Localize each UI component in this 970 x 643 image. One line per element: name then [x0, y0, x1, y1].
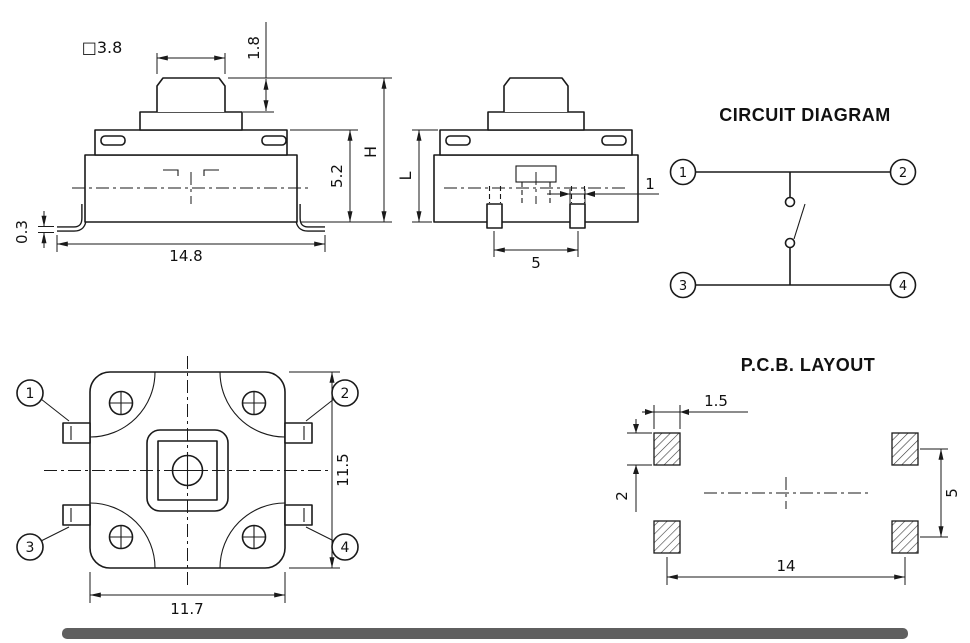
pad-bottom-left — [653, 520, 681, 554]
dim-label-lead-thickness: 0.3 — [13, 220, 31, 244]
lead-fold-lines — [70, 426, 305, 522]
dim-label-row-pitch: 5 — [943, 488, 961, 498]
stem-base-side — [487, 111, 585, 131]
stem-base-front — [139, 111, 243, 131]
pad-top-right — [891, 432, 919, 466]
lead-top-right — [284, 422, 313, 444]
corner-arc-tl — [89, 371, 156, 438]
terminal-4-circle — [889, 271, 917, 299]
dim-label-body-height: 5.2 — [328, 164, 346, 188]
dim-label-pin-pitch: 5 — [531, 254, 541, 272]
lead-bottom-right — [284, 504, 313, 526]
front-view-dimensions: □3.8 1.8 H 5.2 14.8 0.3 — [13, 22, 392, 265]
terminal-1-label: 1 — [679, 166, 687, 181]
side-view: L 1 5 — [396, 77, 659, 272]
pcb-layout: P.C.B. LAYOUT 1.5 2 5 14 — [613, 355, 961, 585]
front-view: □3.8 1.8 H 5.2 14.8 0.3 — [13, 22, 392, 265]
dim-label-total-height: H — [361, 146, 380, 158]
switch-frame-front — [94, 129, 288, 156]
terminal-callout-1: 1 — [16, 379, 70, 422]
stem-front — [156, 77, 226, 112]
pad-bottom-right — [891, 520, 919, 554]
circuit-diagram-title: CIRCUIT DIAGRAM — [719, 105, 891, 125]
gullwing-lead-left — [57, 204, 87, 232]
switch-symbol — [784, 172, 806, 285]
terminal-2-label: 2 — [899, 166, 907, 181]
frame-clip-right — [261, 135, 287, 146]
dim-label-top-width: 11.7 — [170, 600, 203, 618]
corner-arc-br — [219, 502, 286, 569]
corner-arc-tr — [219, 371, 286, 438]
corner-arc-bl — [89, 502, 156, 569]
contact-upper — [784, 196, 796, 208]
pin-right — [569, 203, 586, 229]
dim-label-pad-width: 1.5 — [704, 392, 728, 410]
top-view: 1 2 3 4 11.5 11.7 — [16, 356, 359, 618]
frame-clip-right-side — [601, 135, 627, 146]
circuit-diagram: CIRCUIT DIAGRAM 1 2 3 4 — [669, 105, 917, 299]
contact-marks — [163, 169, 219, 176]
terminal-callout-3-label: 3 — [26, 540, 35, 556]
dim-label-overall-width: 14.8 — [169, 247, 202, 265]
terminal-callout-3: 3 — [16, 526, 70, 561]
dim-label-button-height: 1.8 — [245, 36, 263, 60]
footer-divider-bar — [62, 628, 908, 639]
lead-bottom-left — [62, 504, 91, 526]
dim-label-pad-height: 2 — [613, 491, 631, 501]
dim-label-button-square: □3.8 — [82, 38, 123, 57]
hidden-lines — [488, 182, 586, 204]
pcb-dimensions: 1.5 2 5 14 — [613, 392, 961, 585]
frame-clip-left-side — [445, 135, 471, 146]
top-view-dimensions: 11.5 11.7 — [89, 371, 352, 618]
stem-side — [503, 77, 569, 112]
switch-lever — [793, 203, 806, 240]
gullwing-lead-right — [295, 204, 325, 232]
lead-top-left — [62, 422, 91, 444]
terminal-callout-2-label: 2 — [341, 386, 350, 402]
dim-label-length: L — [396, 171, 415, 180]
pin-left — [486, 203, 503, 229]
frame-clip-left — [100, 135, 126, 146]
side-view-dimensions: L 1 5 — [396, 129, 659, 272]
switch-frame-side — [439, 129, 633, 156]
terminal-4-label: 4 — [899, 279, 907, 294]
dim-label-top-height: 11.5 — [334, 453, 352, 486]
terminal-2-circle — [889, 158, 917, 186]
pcb-layout-title: P.C.B. LAYOUT — [741, 355, 876, 375]
contact-lower — [784, 237, 796, 249]
terminal-3-label: 3 — [679, 279, 687, 294]
terminal-callout-4-label: 4 — [341, 540, 350, 556]
dim-label-col-pitch: 14 — [776, 557, 795, 575]
pad-top-left — [653, 432, 681, 466]
terminal-1-circle — [669, 158, 697, 186]
terminal-3-circle — [669, 271, 697, 299]
dim-label-pin-width: 1 — [645, 175, 655, 193]
terminal-callout-1-label: 1 — [26, 386, 35, 402]
